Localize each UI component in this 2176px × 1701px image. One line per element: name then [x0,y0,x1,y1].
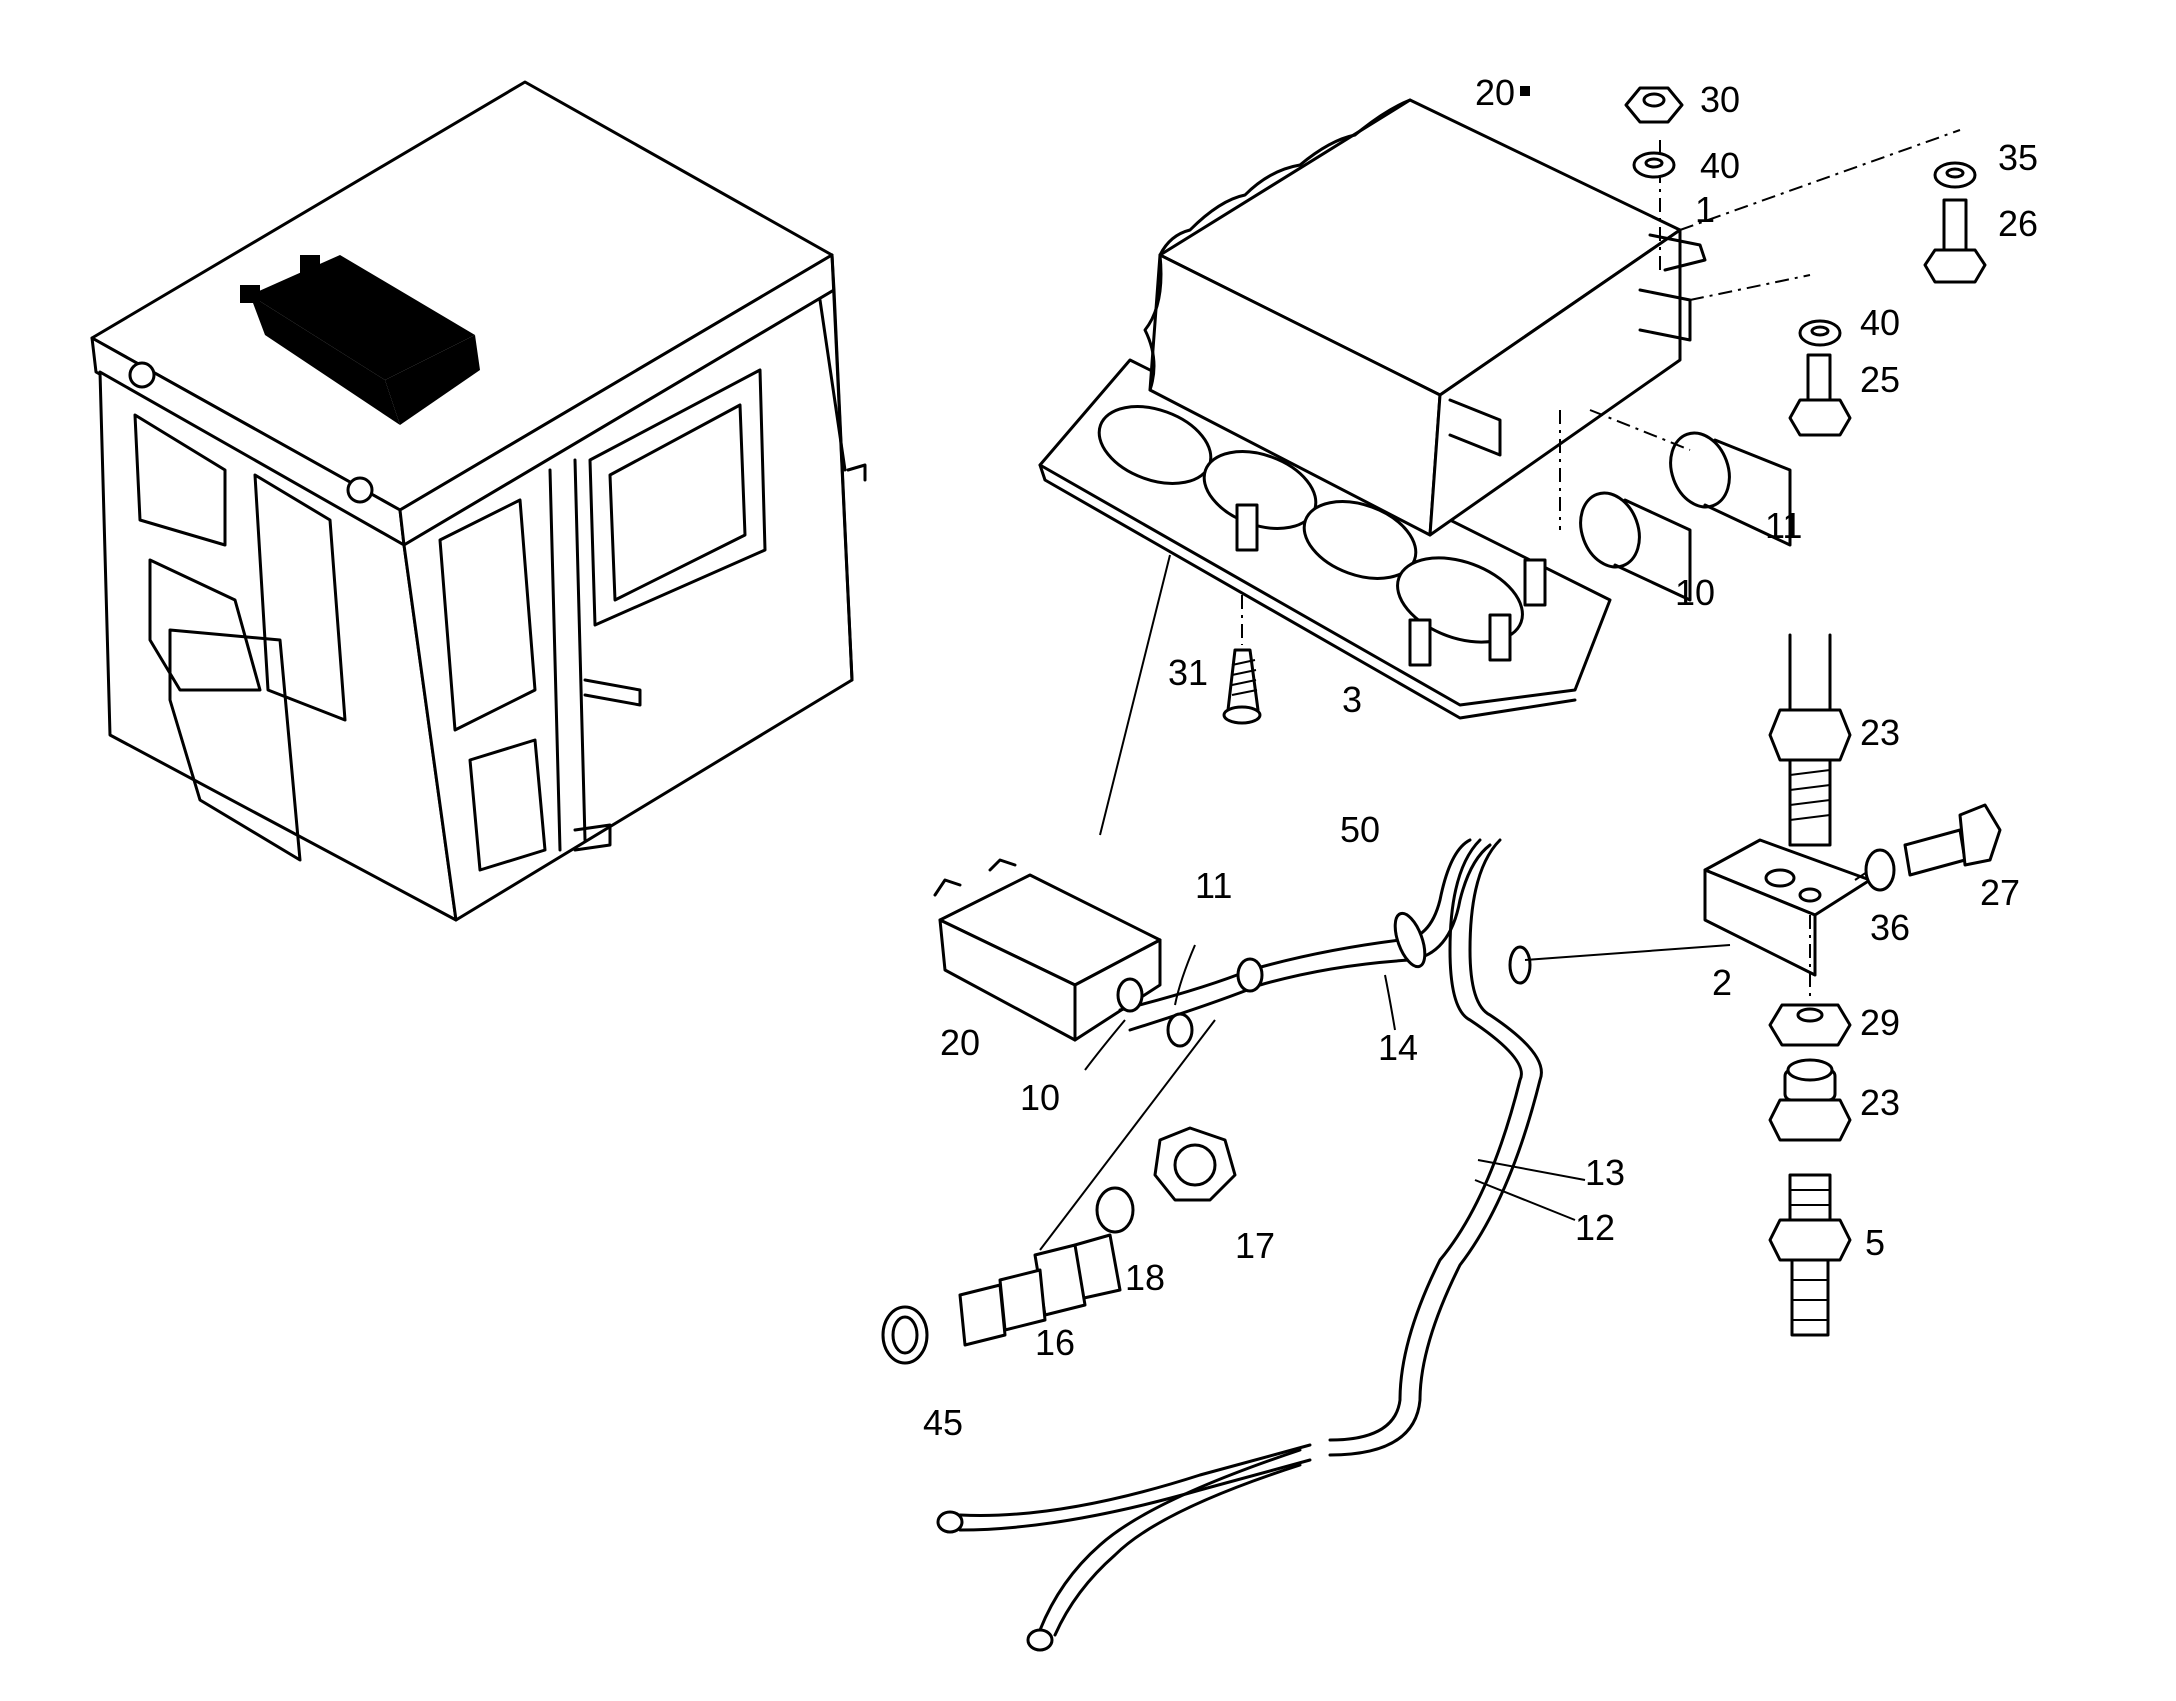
label-17: 17 [1235,1225,1275,1266]
fittings-illustration [881,1126,1237,1365]
label-14: 14 [1378,1027,1418,1068]
hose-assembly-illustration [933,554,1731,1652]
label-40-a: 40 [1700,145,1740,186]
label-10-mid: 10 [1020,1077,1060,1118]
label-29: 29 [1860,1002,1900,1043]
label-13: 13 [1585,1152,1625,1193]
label-36: 36 [1870,907,1910,948]
label-12: 12 [1575,1207,1615,1248]
label-31: 31 [1168,652,1208,693]
label-23-bottom: 23 [1860,1082,1900,1123]
label-10-top: 10 [1675,572,1715,613]
label-1: 1 [1695,189,1715,230]
tractor-cab-illustration [90,80,867,922]
label-2: 2 [1712,962,1732,1003]
right-column-fittings [1703,633,2002,1337]
label-20-mid: 20 [940,1022,980,1063]
label-3: 3 [1342,679,1362,720]
heater-unit-illustration [1038,98,1961,725]
label-35: 35 [1998,137,2038,178]
label-11-top: 11 [1765,505,1802,546]
label-30: 30 [1700,79,1740,120]
fasteners-top-right [1520,86,1987,437]
label-27: 27 [1980,872,2020,913]
label-25: 25 [1860,359,1900,400]
label-11-mid: 11 [1195,865,1232,906]
part-number-labels: 20 30 40 35 1 26 40 25 11 10 31 3 23 27 … [923,72,2038,1443]
label-23-top: 23 [1860,712,1900,753]
label-5: 5 [1865,1222,1885,1263]
label-45: 45 [923,1402,963,1443]
label-40-b: 40 [1860,302,1900,343]
label-18: 18 [1125,1257,1165,1298]
label-16: 16 [1035,1322,1075,1363]
label-50: 50 [1340,809,1380,850]
label-20-top: 20 [1475,72,1515,113]
label-26: 26 [1998,203,2038,244]
